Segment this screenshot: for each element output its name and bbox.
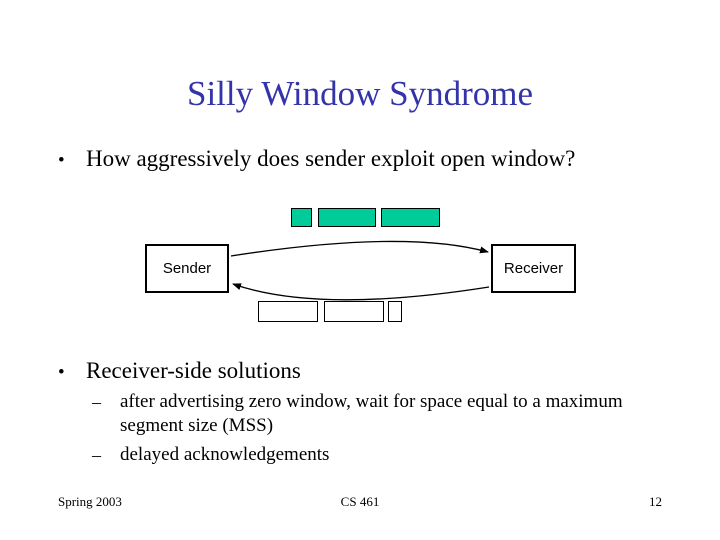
data-segment-empty-2 xyxy=(324,301,384,322)
page-title: Silly Window Syndrome xyxy=(186,74,534,113)
data-segment-filled-2 xyxy=(318,208,376,227)
bullet-text: Receiver-side solutions xyxy=(86,358,301,383)
receiver-node-label: Receiver xyxy=(503,260,564,277)
bullet-marker: • xyxy=(58,150,65,171)
bullet-receiver-side-solutions: • Receiver-side solutions xyxy=(58,357,301,387)
bullet-how-aggressively: • How aggressively does sender exploit op… xyxy=(58,145,575,175)
receiver-node: Receiver xyxy=(491,244,576,293)
data-segment-empty-3 xyxy=(388,301,402,322)
sub-bullet-mss: – after advertising zero window, wait fo… xyxy=(92,390,670,438)
arrow-layer xyxy=(230,240,490,301)
sender-node: Sender xyxy=(145,244,229,293)
bullet-text: How aggressively does sender exploit ope… xyxy=(86,146,576,171)
arrow-receiver-to-sender xyxy=(232,283,490,301)
data-segment-empty-1 xyxy=(258,301,318,322)
footer-page-number: 12 xyxy=(649,494,662,509)
arrow-sender-to-receiver xyxy=(230,240,489,257)
sub-bullet-delayed-acks: – delayed acknowledgements xyxy=(92,443,670,467)
sub-bullet-marker: – xyxy=(92,392,101,412)
sub-bullet-text: delayed acknowledgements xyxy=(120,444,330,465)
data-segment-filled-3 xyxy=(381,208,440,227)
data-segment-filled-1 xyxy=(291,208,312,227)
sub-bullet-marker: – xyxy=(92,445,101,465)
sub-bullet-text: after advertising zero window, wait for … xyxy=(120,391,623,436)
bullet-marker: • xyxy=(58,362,65,383)
footer-course-code: CS 461 xyxy=(340,494,380,509)
footer-term: Spring 2003 xyxy=(58,494,122,509)
slide-footer: Spring 2003 CS 461 12 xyxy=(0,494,720,514)
sender-receiver-diagram: Sender Receiver xyxy=(0,196,720,336)
sender-node-label: Sender xyxy=(162,260,212,277)
